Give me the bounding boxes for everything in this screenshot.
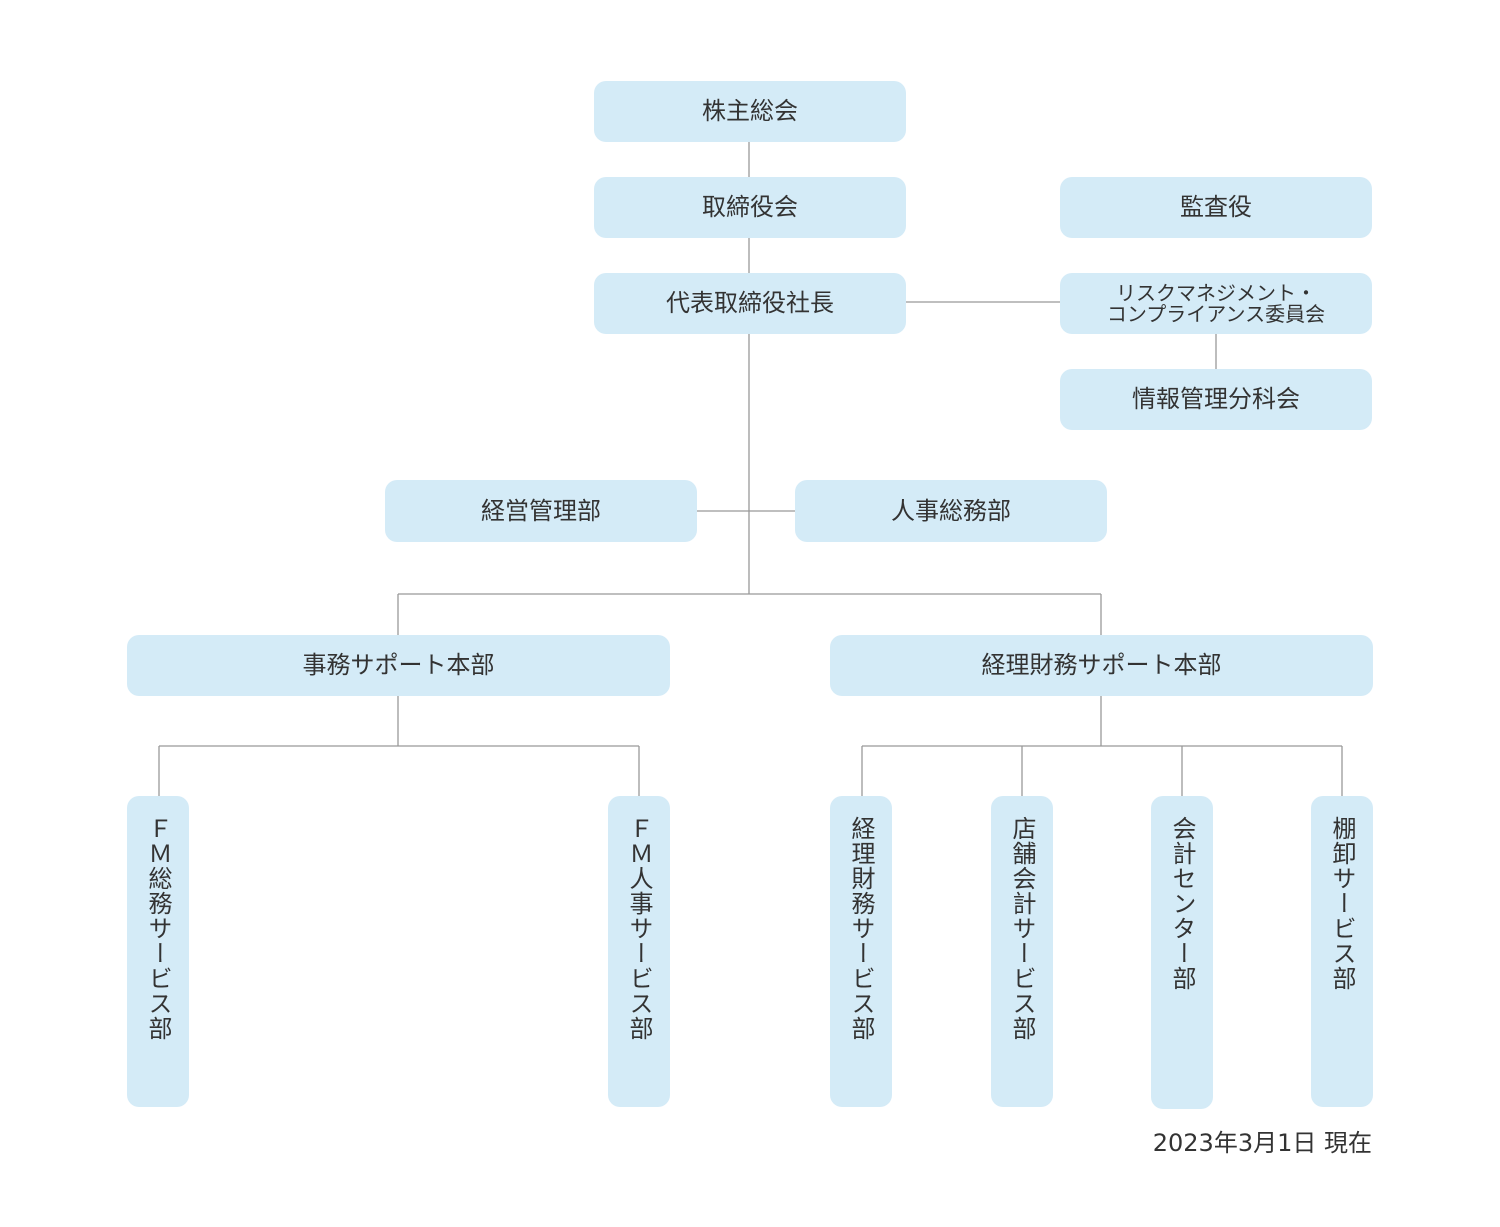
- node-auditor: 監査役: [1060, 177, 1372, 238]
- node-admin-support-hq: 事務サポート本部: [127, 635, 670, 696]
- node-inventory-service: 棚卸サービス部: [1311, 796, 1373, 1107]
- node-accounting-support-hq: 経理財務サポート本部: [830, 635, 1373, 696]
- node-label: 店舗会計サービス部: [1008, 816, 1036, 1041]
- node-label: 代表取締役社長: [666, 289, 834, 318]
- node-accounting-center: 会計センター部: [1151, 796, 1213, 1109]
- node-fm-hr-service: ＦＭ人事サービス部: [608, 796, 670, 1107]
- node-label: 人事総務部: [891, 496, 1011, 525]
- node-label: ＦＭ総務サービス部: [144, 816, 172, 1041]
- node-store-accounting-service: 店舗会計サービス部: [991, 796, 1053, 1107]
- node-shareholders-meeting: 株主総会: [594, 81, 906, 142]
- node-label-line2: コンプライアンス委員会: [1106, 301, 1326, 326]
- node-label: 情報管理分科会: [1132, 385, 1300, 414]
- node-label: 経営管理部: [481, 496, 601, 525]
- node-label: 監査役: [1180, 193, 1252, 222]
- node-label: 取締役会: [702, 193, 798, 222]
- node-fm-general-service: ＦＭ総務サービス部: [127, 796, 189, 1107]
- node-label: ＦＭ人事サービス部: [625, 816, 653, 1041]
- node-label: 経理財務サービス部: [847, 816, 875, 1041]
- node-label: 会計センター部: [1168, 816, 1196, 991]
- as-of-date: 2023年3月1日 現在: [1152, 1129, 1372, 1157]
- node-risk-compliance-committee: リスクマネジメント・ コンプライアンス委員会: [1060, 273, 1372, 334]
- node-info-management-subcommittee: 情報管理分科会: [1060, 369, 1372, 430]
- node-management-dept: 経営管理部: [385, 480, 697, 542]
- node-label: 経理財務サポート本部: [981, 651, 1222, 680]
- node-label-line1: リスクマネジメント・: [1116, 280, 1316, 305]
- node-accounting-finance-service: 経理財務サービス部: [830, 796, 892, 1107]
- node-label: 株主総会: [702, 97, 798, 126]
- node-board-of-directors: 取締役会: [594, 177, 906, 238]
- node-label: 事務サポート本部: [302, 651, 495, 680]
- node-label: 棚卸サービス部: [1328, 816, 1356, 991]
- node-president: 代表取締役社長: [594, 273, 906, 334]
- node-hr-general-dept: 人事総務部: [795, 480, 1107, 542]
